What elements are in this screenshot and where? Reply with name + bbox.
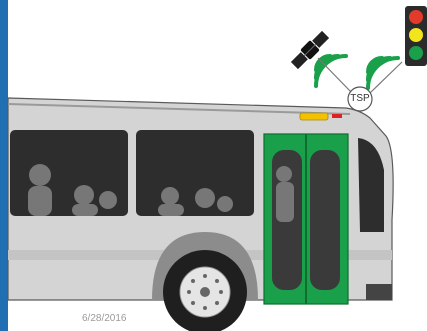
bus-bumper bbox=[366, 284, 392, 300]
traffic-signal-icon bbox=[405, 6, 427, 66]
slide-date: 6/28/2016 bbox=[82, 313, 127, 324]
bus-wheel bbox=[152, 232, 258, 331]
bus-door bbox=[264, 134, 348, 304]
tsp-label: TSP bbox=[346, 93, 374, 104]
wireless-signal-icon bbox=[368, 58, 398, 88]
